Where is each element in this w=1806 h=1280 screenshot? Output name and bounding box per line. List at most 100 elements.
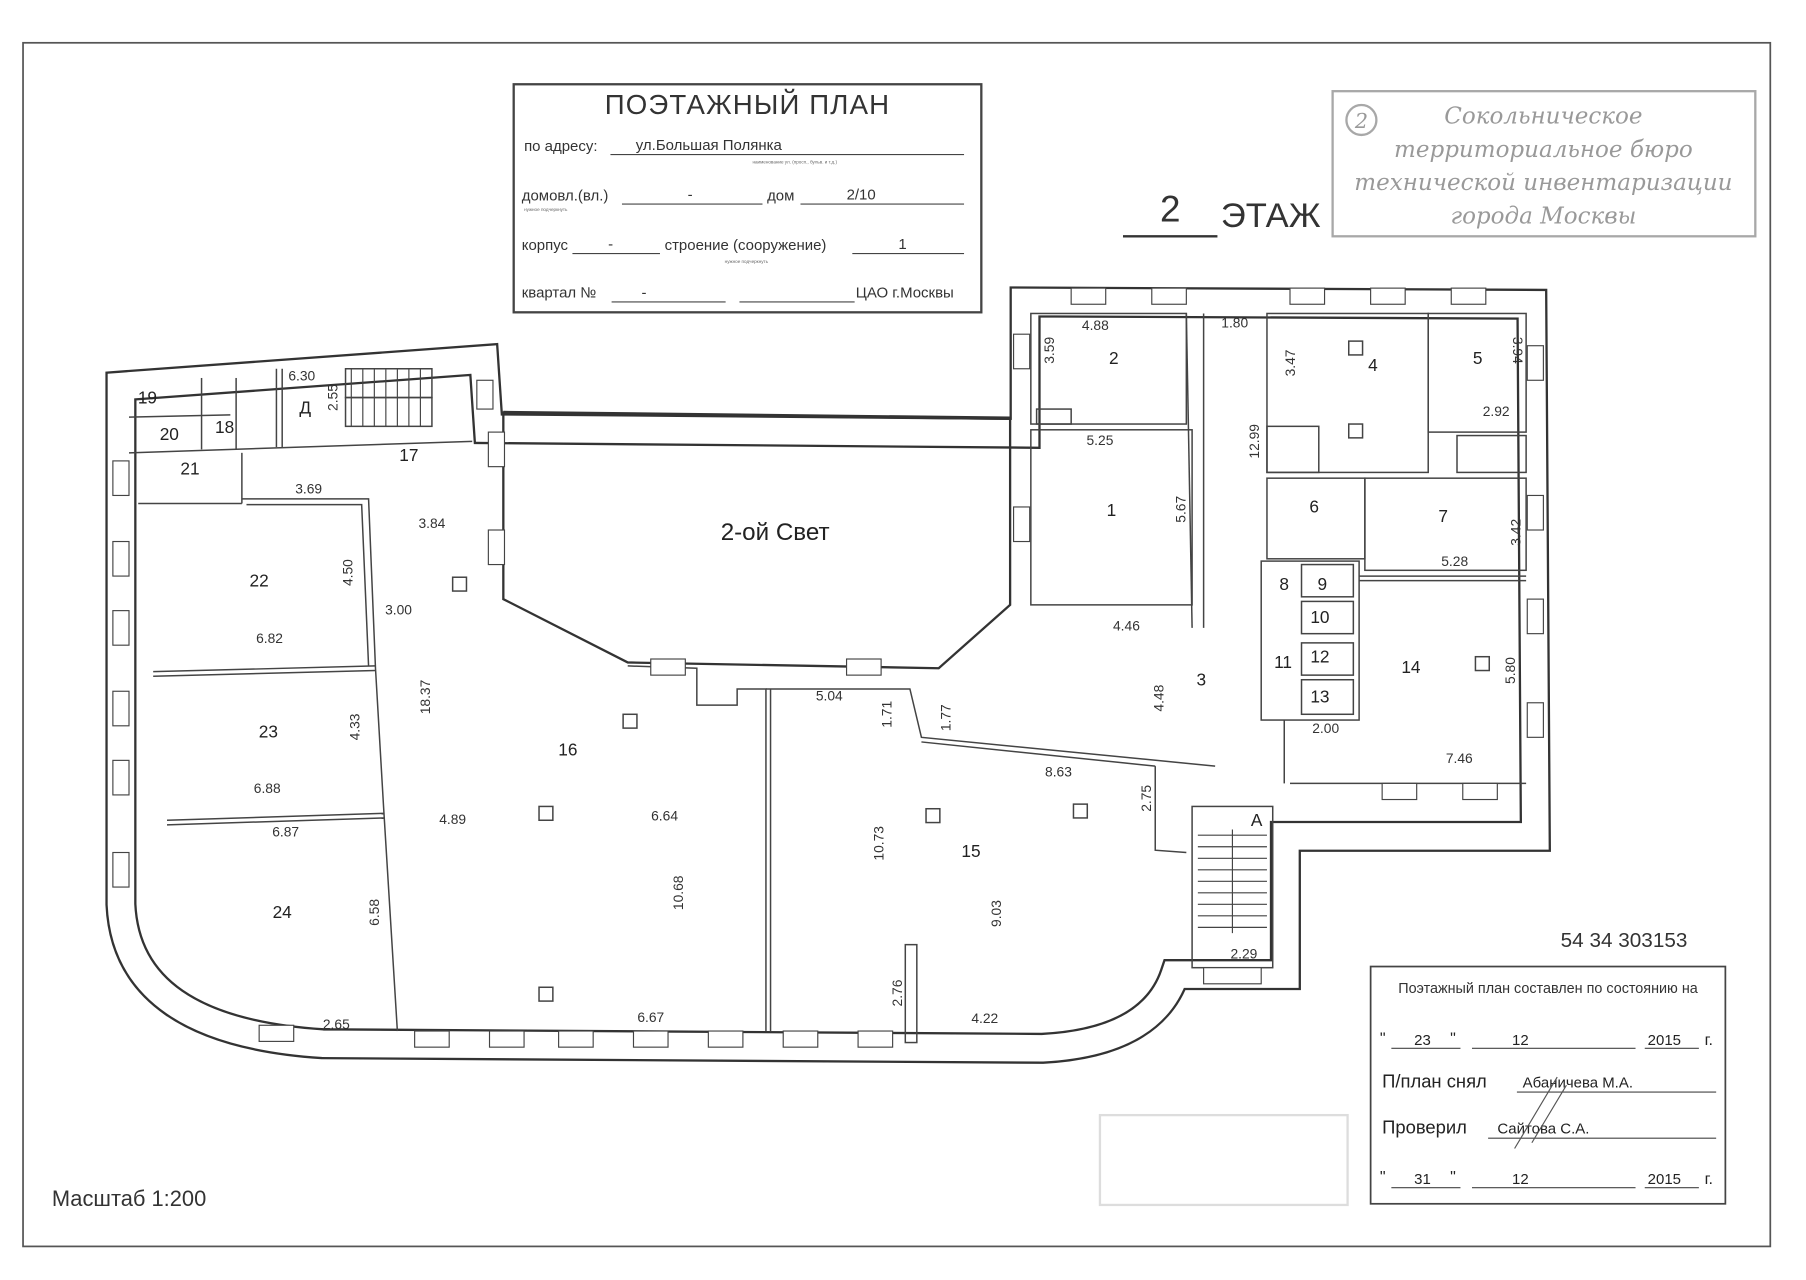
district: ЦАО г.Москвы <box>856 284 954 301</box>
inventory-number: 54 34 303153 <box>1561 929 1688 952</box>
date2-month: 12 <box>1512 1171 1529 1188</box>
stamp-line: Сокольническое <box>1444 103 1642 129</box>
dimension-label: 1.71 <box>879 701 895 728</box>
date2-year: 2015 <box>1648 1171 1681 1188</box>
room-label: 15 <box>961 841 980 861</box>
dimension-label: 18.37 <box>417 680 433 715</box>
room-label: 10 <box>1310 607 1329 627</box>
stroenie-value: 1 <box>898 236 906 253</box>
room-label: 9 <box>1317 574 1327 594</box>
room-label: 20 <box>160 424 179 444</box>
dom-label: дом <box>767 188 794 205</box>
room-label: А <box>1251 810 1263 830</box>
dimension-label: 9.03 <box>988 900 1004 927</box>
room-label: 16 <box>558 740 577 760</box>
room-label: 19 <box>138 387 157 407</box>
dimension-label: 6.88 <box>254 780 281 796</box>
dimension-label: 5.25 <box>1087 432 1114 448</box>
room-label: 6 <box>1309 497 1319 517</box>
date2-day: 31 <box>1414 1171 1431 1188</box>
room-label: 14 <box>1401 657 1421 677</box>
kvartal-label: квартал № <box>522 284 597 301</box>
domovl-hint: нужное подчеркнуть <box>524 207 568 212</box>
dimension-label: 6.87 <box>272 824 299 840</box>
dimension-label: 8.63 <box>1045 764 1072 780</box>
room-label: 17 <box>399 445 418 465</box>
date1-month: 12 <box>1512 1032 1529 1049</box>
drawn-label: П/план снял <box>1382 1070 1487 1091</box>
dimension-label: 6.30 <box>288 367 315 383</box>
windows <box>112 287 1544 1048</box>
room-label: 24 <box>273 902 293 922</box>
room-label: 4 <box>1368 355 1378 375</box>
drawn-by: Абаничева М.А. <box>1523 1074 1633 1091</box>
dimension-label: 2.75 <box>1138 785 1154 812</box>
room-label: 1 <box>1107 500 1117 520</box>
dimension-label: 2.65 <box>323 1016 350 1032</box>
title-block: ПОЭТАЖНЫЙ ПЛАН по адресу: ул.Большая Пол… <box>512 83 983 314</box>
dimension-label: 3.69 <box>295 480 322 496</box>
floor-label: 2 ЭТАЖ <box>1122 188 1321 238</box>
dimension-label: 1.80 <box>1221 314 1248 330</box>
dimension-label: 12.99 <box>1246 424 1262 459</box>
dimension-label: 6.58 <box>366 899 382 926</box>
korpus-label: корпус <box>522 237 569 254</box>
dimension-label: 5.67 <box>1172 496 1188 523</box>
floor-plan <box>105 286 1551 1064</box>
dimension-label: 2.29 <box>1230 946 1257 962</box>
scale-label: Масштаб 1:200 <box>52 1186 206 1211</box>
room-label: 7 <box>1438 506 1448 526</box>
dimension-label: 3.59 <box>1041 337 1057 364</box>
room-label: 2-ой Свет <box>721 519 830 546</box>
dimension-label: 2.76 <box>889 979 905 1006</box>
room-label: 3 <box>1197 669 1207 689</box>
stamp-number: 2 <box>1354 109 1368 133</box>
address-label: по адресу: <box>524 138 597 155</box>
faded-stamp <box>1098 1113 1349 1207</box>
checked-by: Сайтова С.А. <box>1497 1121 1589 1138</box>
title: ПОЭТАЖНЫЙ ПЛАН <box>605 89 891 120</box>
checked-label: Проверил <box>1382 1117 1467 1138</box>
room-label: 12 <box>1310 646 1329 666</box>
svg-text:": " <box>1380 1030 1386 1048</box>
room-label: 13 <box>1310 687 1329 707</box>
dimension-label: 4.89 <box>439 811 466 827</box>
date2-suffix: г. <box>1705 1170 1713 1188</box>
dimension-label: 4.33 <box>347 713 363 740</box>
dimension-label: 2.92 <box>1483 403 1510 419</box>
address-hint: наименование ул. (просп., бульв. и т.д.) <box>752 160 837 165</box>
date1-day: 23 <box>1414 1032 1431 1049</box>
room-labels: 19 20 18 21 Д 17 22 23 24 16 15 2-ой Све… <box>138 348 1483 922</box>
dimension-label: 4.48 <box>1151 684 1167 711</box>
dom-value: 2/10 <box>847 186 876 203</box>
columns <box>451 340 1491 1002</box>
dimension-label: 7.46 <box>1446 750 1473 766</box>
room-label: 2 <box>1109 348 1119 368</box>
signature <box>1514 1076 1567 1149</box>
stairs <box>350 368 1267 934</box>
dimension-label: 6.64 <box>651 807 678 823</box>
stroenie-hint: нужное подчеркнуть <box>725 259 769 264</box>
domovl-value: - <box>688 186 693 203</box>
dimension-label: 2.00 <box>1312 720 1339 736</box>
room-label: Д <box>299 398 311 418</box>
date1-year: 2015 <box>1648 1032 1681 1049</box>
date1-suffix: г. <box>1705 1031 1713 1049</box>
floor-number: 2 <box>1160 188 1181 229</box>
room-label: 21 <box>180 459 199 479</box>
korpus-value: - <box>608 236 613 253</box>
dimension-label: 6.82 <box>256 630 283 646</box>
address-value: ул.Большая Полянка <box>636 137 783 154</box>
dimension-label: 3.47 <box>1282 350 1298 377</box>
dimension-label: 4.88 <box>1082 317 1109 333</box>
room-label: 11 <box>1274 652 1292 672</box>
domovl-label: домовл.(вл.) <box>522 188 609 205</box>
dimension-label: 10.68 <box>670 875 686 910</box>
svg-text:": " <box>1380 1168 1386 1186</box>
status-block: Поэтажный план составлен по состоянию на… <box>1369 965 1727 1205</box>
stroenie-label: строение (сооружение) <box>665 237 827 254</box>
status-heading: Поэтажный план составлен по состоянию на <box>1398 981 1698 997</box>
dimension-label: 3.94 <box>1510 337 1526 364</box>
dimension-label: 4.50 <box>340 559 356 586</box>
floor-word: ЭТАЖ <box>1221 197 1321 235</box>
